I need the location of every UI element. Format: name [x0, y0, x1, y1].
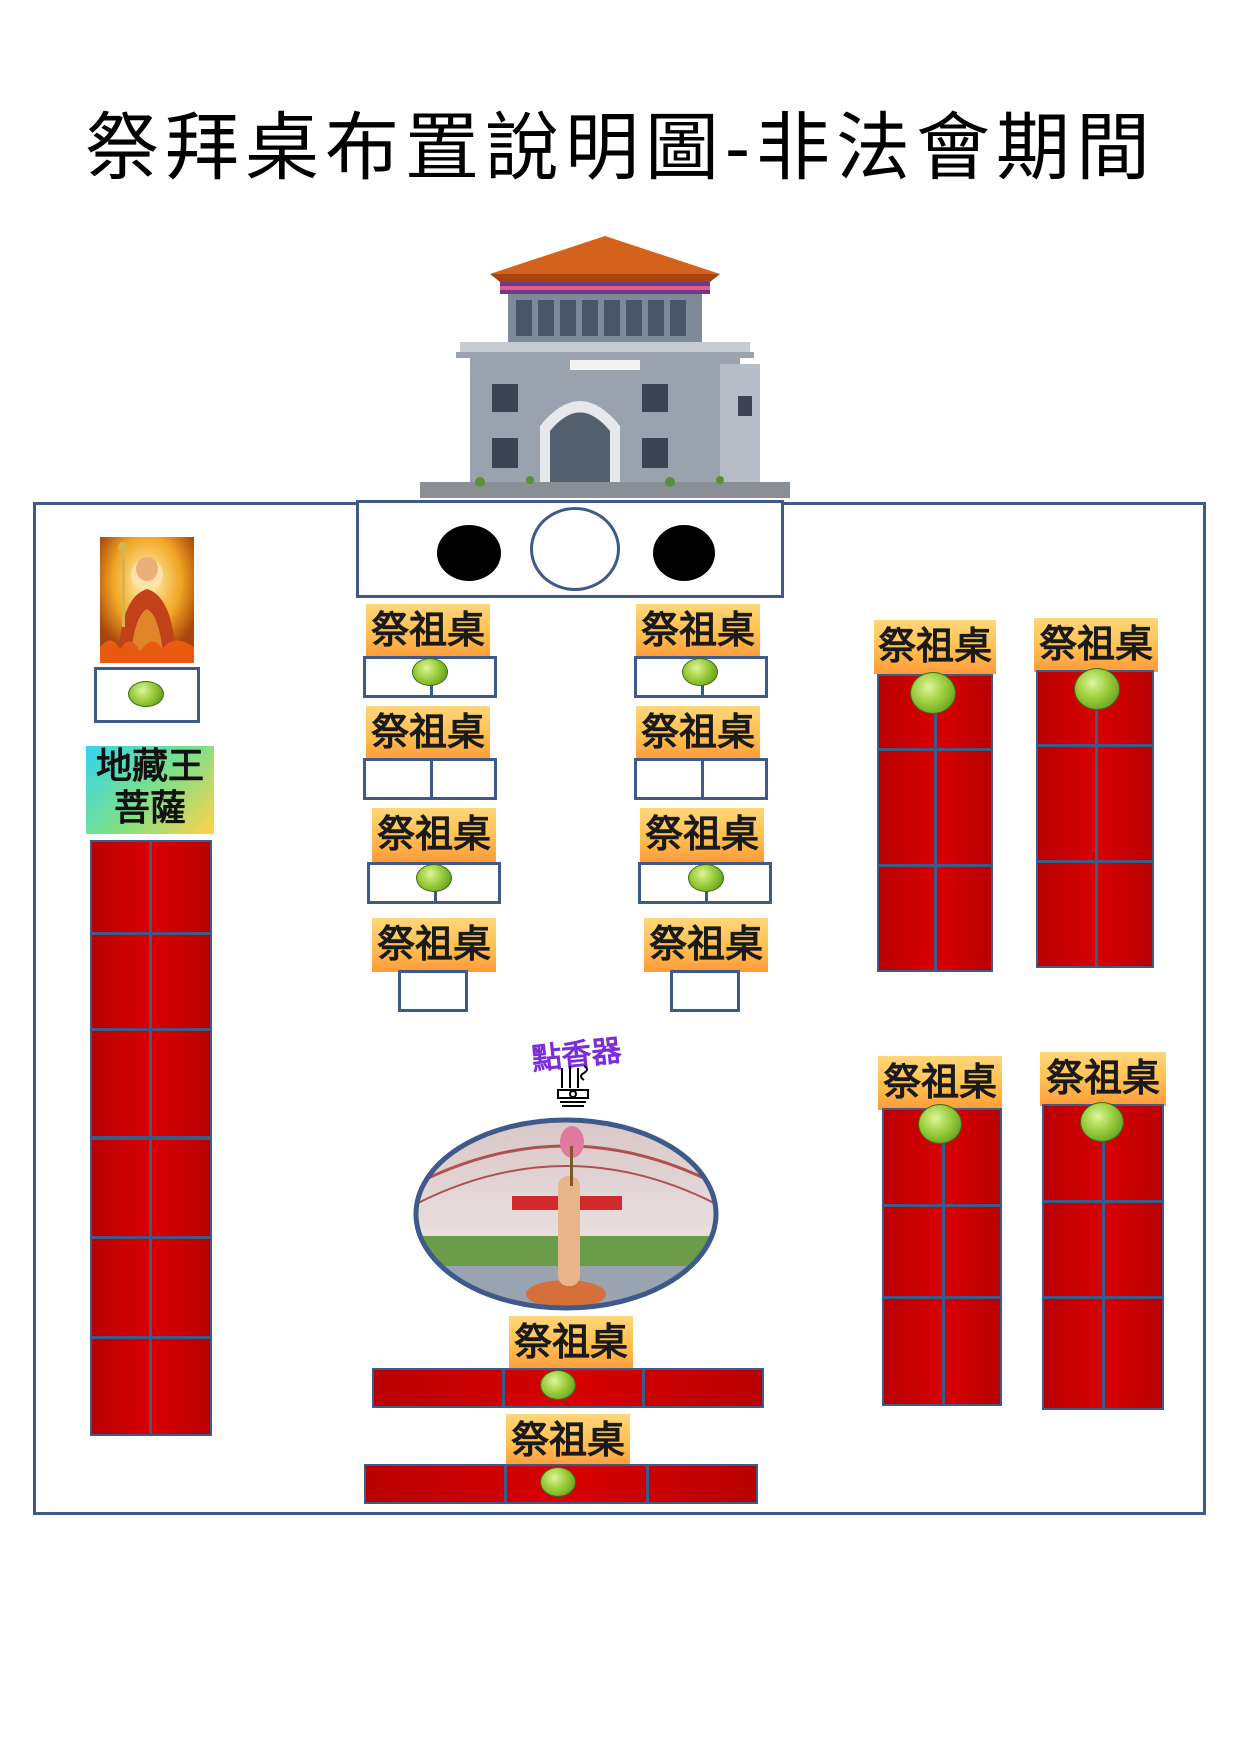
ancestral-table-label: 祭祖桌 — [366, 604, 490, 658]
white-offering-circle — [530, 507, 620, 591]
ancestral-table-label: 祭祖桌 — [636, 604, 760, 658]
temple-building-image — [420, 236, 790, 498]
ancestral-table-label: 祭祖桌 — [366, 706, 490, 760]
incense-lighter-icon — [557, 1065, 589, 1107]
right-red-table-2 — [1036, 670, 1154, 968]
ancestral-table — [670, 970, 740, 1012]
page-title: 祭拜桌布置說明圖-非法會期間 — [84, 105, 1156, 191]
black-offering-circle-right — [653, 525, 715, 581]
offering-dot — [688, 864, 724, 892]
offering-dot — [1074, 668, 1120, 710]
ancestral-table-label: 祭祖桌 — [640, 808, 764, 862]
bodhisattva-label-text: 地藏王菩薩 — [95, 746, 204, 829]
ancestral-table — [363, 758, 497, 800]
ksitigarbha-portrait-image — [100, 537, 194, 663]
ancestral-table-label: 祭祖桌 — [874, 620, 996, 674]
offering-dot — [1080, 1102, 1124, 1142]
offering-dot — [910, 672, 956, 714]
offering-dot — [128, 681, 164, 707]
ancestral-table-label: 祭祖桌 — [878, 1056, 1002, 1110]
offering-dot — [416, 864, 452, 892]
offering-dot — [412, 658, 448, 686]
left-red-table-upper — [90, 840, 212, 1138]
offering-dot — [682, 658, 718, 686]
ancestral-table-label: 祭祖桌 — [506, 1414, 630, 1468]
ancestral-table-label: 祭祖桌 — [636, 706, 760, 760]
right-red-table-1 — [877, 674, 993, 972]
ancestral-table — [634, 758, 768, 800]
lotus-hand-statue-image — [413, 1117, 719, 1311]
offering-dot — [540, 1370, 576, 1400]
ancestral-table-label: 祭祖桌 — [644, 918, 768, 972]
ancestral-table-label: 祭祖桌 — [1034, 618, 1158, 672]
right-red-table-4 — [1042, 1104, 1164, 1410]
offering-dot — [540, 1467, 576, 1497]
ancestral-table — [398, 970, 468, 1012]
offering-dot — [918, 1104, 962, 1144]
ancestral-table-label: 祭祖桌 — [372, 918, 496, 972]
bodhisattva-label: 地藏王菩薩 — [86, 746, 214, 834]
ancestral-table-label: 祭祖桌 — [372, 808, 496, 862]
ancestral-table-label: 祭祖桌 — [509, 1316, 633, 1370]
right-red-table-3 — [882, 1108, 1002, 1406]
ancestral-table-label: 祭祖桌 — [1040, 1052, 1166, 1106]
black-offering-circle-left — [437, 525, 501, 581]
left-red-table-lower — [90, 1138, 212, 1436]
